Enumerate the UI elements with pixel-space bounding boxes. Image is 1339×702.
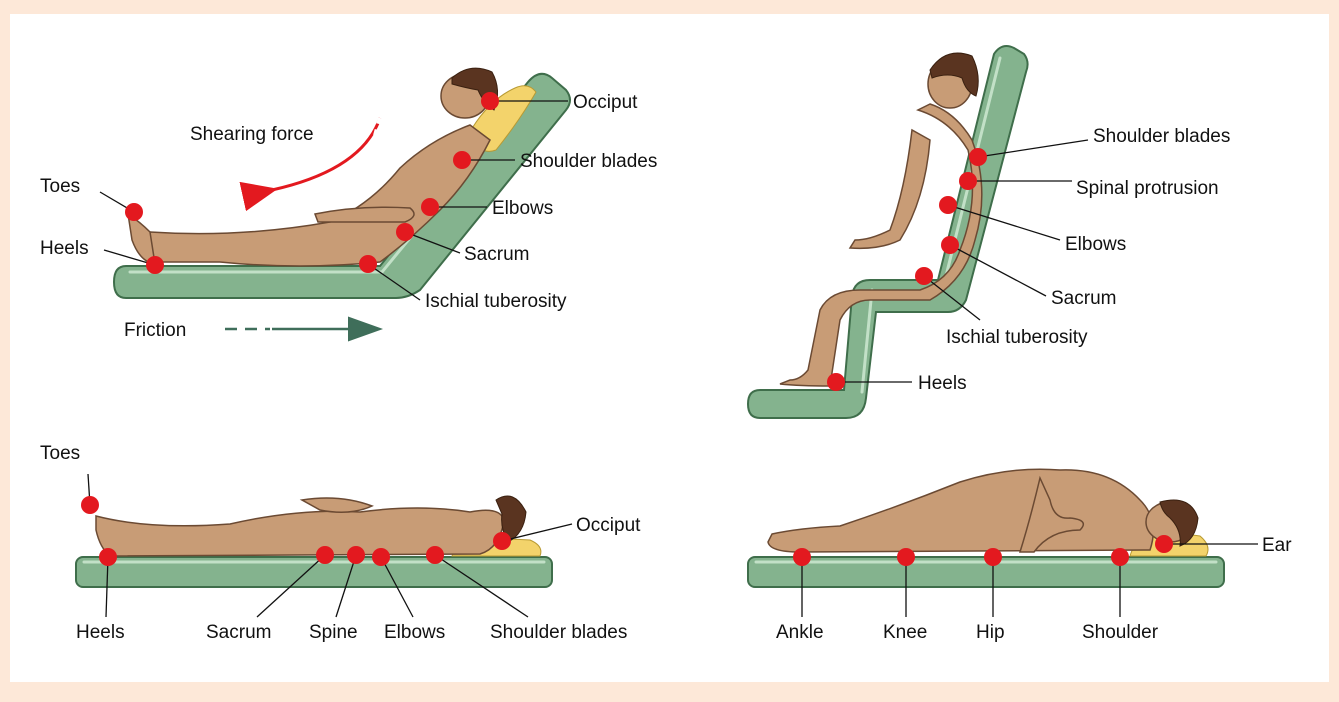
sitting-sacrum-label: Sacrum <box>1051 288 1116 309</box>
supine-toes-point <box>81 496 99 514</box>
scene-supine: Toes Occiput Heels Sacrum Spine Elbows S… <box>40 443 641 643</box>
side-lying-knee-label: Knee <box>883 622 927 643</box>
reclined-toes-label: Toes <box>40 176 80 197</box>
supine-shoulder-blades-point <box>426 546 444 564</box>
scene-sitting: Shoulder blades Spinal protrusion Elbows… <box>748 46 1230 418</box>
side-lying-shoulder-point <box>1111 548 1129 566</box>
supine-elbows-point <box>372 548 390 566</box>
reclined-heels-label: Heels <box>40 238 89 259</box>
side-lying-hip-point <box>984 548 1002 566</box>
side-lying-ear-point <box>1155 535 1173 553</box>
supine-shoulder-blades-label: Shoulder blades <box>490 622 627 643</box>
reclined-elbows-label: Elbows <box>492 198 553 219</box>
supine-heels-label: Heels <box>76 622 125 643</box>
supine-occiput-point <box>493 532 511 550</box>
reclined-shoulder-blades-label: Shoulder blades <box>520 151 657 172</box>
shearing-force-label: Shearing force <box>190 124 314 145</box>
sitting-ischial-point <box>915 267 933 285</box>
supine-patient-figure <box>96 496 526 556</box>
side-lying-knee-point <box>897 548 915 566</box>
sitting-elbows-label: Elbows <box>1065 234 1126 255</box>
reclined-sacrum-point <box>396 223 414 241</box>
sitting-shoulder-blades-label: Shoulder blades <box>1093 126 1230 147</box>
scene-side-lying: Ear Ankle Knee Hip Shoulder <box>748 469 1292 643</box>
side-lying-ankle-label: Ankle <box>776 622 824 643</box>
supine-sacrum-label: Sacrum <box>206 622 271 643</box>
sitting-spinal-protrusion-point <box>959 172 977 190</box>
reclined-occiput-point <box>481 92 499 110</box>
supine-occiput-label: Occiput <box>576 515 641 536</box>
supine-spine-point <box>347 546 365 564</box>
reclined-elbows-point <box>421 198 439 216</box>
reclined-sacrum-label: Sacrum <box>464 244 529 265</box>
side-lying-ear-label: Ear <box>1262 535 1292 556</box>
friction-label: Friction <box>124 320 186 341</box>
sitting-elbows-point <box>939 196 957 214</box>
sitting-heels-point <box>827 373 845 391</box>
supine-heels-point <box>99 548 117 566</box>
side-lying-shoulder-label: Shoulder <box>1082 622 1159 643</box>
reclined-ischial-label: Ischial tuberosity <box>425 291 567 312</box>
sitting-ischial-label: Ischial tuberosity <box>946 327 1088 348</box>
supine-sacrum-point <box>316 546 334 564</box>
side-lying-hip-label: Hip <box>976 622 1005 643</box>
side-lying-ankle-point <box>793 548 811 566</box>
reclined-ischial-point <box>359 255 377 273</box>
supine-spine-label: Spine <box>309 622 358 643</box>
reclined-toes-point <box>125 203 143 221</box>
supine-elbows-label: Elbows <box>384 622 445 643</box>
reclined-heels-point <box>146 256 164 274</box>
sitting-heels-label: Heels <box>918 373 967 394</box>
sitting-sacrum-point <box>941 236 959 254</box>
reclined-occiput-label: Occiput <box>573 92 638 113</box>
sitting-shoulder-blades-point <box>969 148 987 166</box>
side-lying-patient-figure <box>768 469 1198 552</box>
sitting-spinal-protrusion-label: Spinal protrusion <box>1076 178 1219 199</box>
scene-reclined: Shearing force Friction Occiput Shoulder… <box>40 68 657 341</box>
reclined-shoulder-blades-point <box>453 151 471 169</box>
supine-toes-label: Toes <box>40 443 80 464</box>
